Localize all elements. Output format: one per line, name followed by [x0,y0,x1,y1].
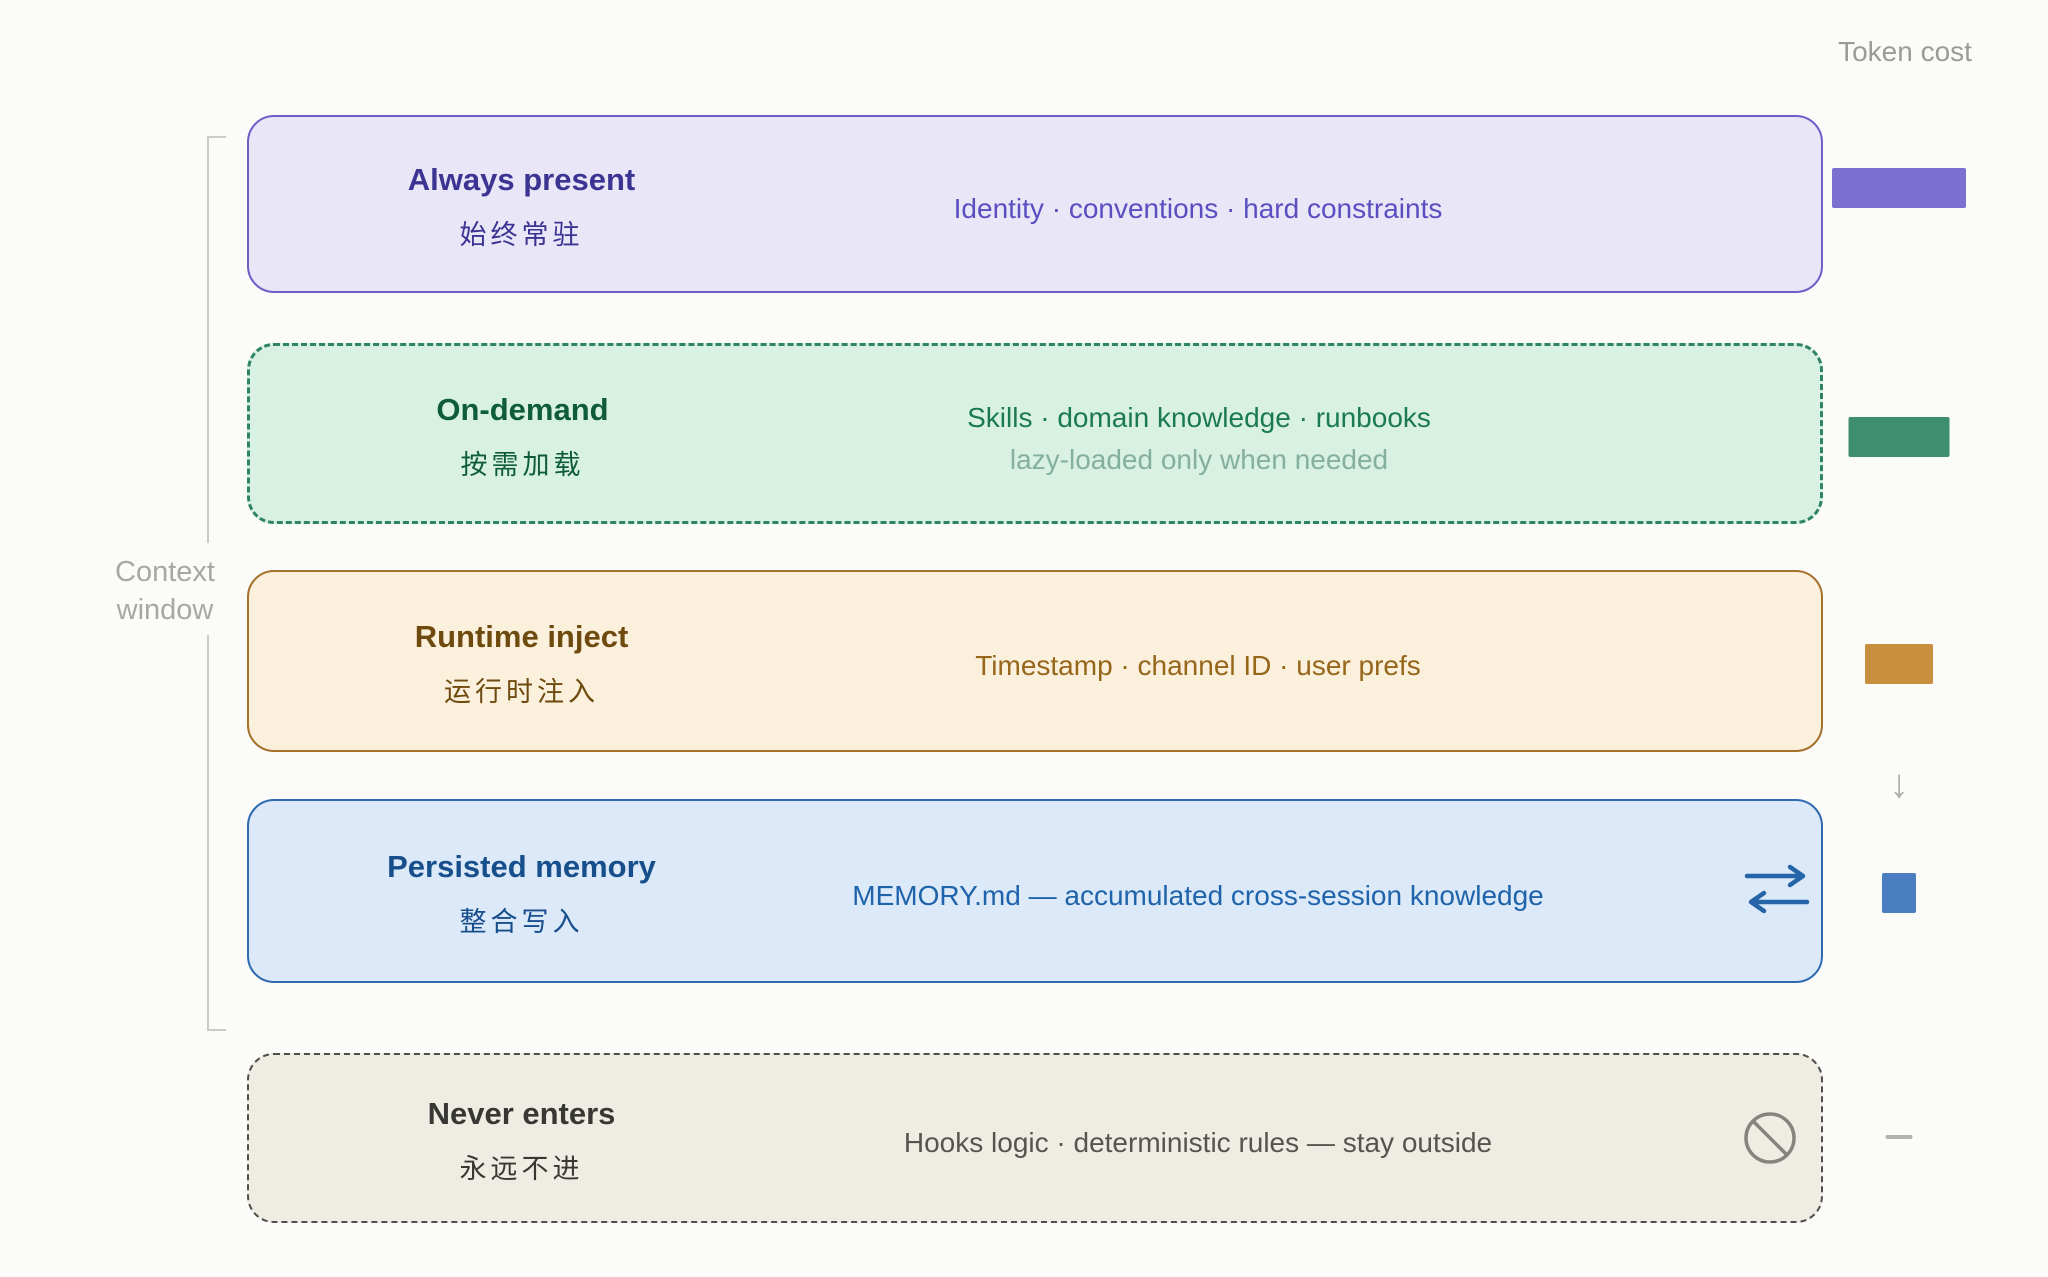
context-window-label-line1: Context [115,556,215,588]
token-cost-bar-always-present [1832,168,1966,208]
context-window-label-line2: window [116,594,214,626]
layer-description-block: MEMORY.md — accumulated cross-session kn… [574,801,1822,981]
layer-card-never-enters: Never enters 永远不进 Hooks logic · determin… [247,1053,1823,1223]
layer-title-block: Never enters 永远不进 [249,1055,794,1221]
token-cost-bar-on-demand [1848,417,1950,457]
layer-card-always-present: Always present 始终常驻 Identity · conventio… [247,115,1823,293]
layer-title: Runtime inject [414,619,629,654]
layer-title-block: On-demand 按需加载 [250,346,795,521]
context-window-bracket-tick-bottom [207,1029,226,1031]
layer-card-runtime-inject: Runtime inject 运行时注入 Timestamp · channel… [247,570,1823,752]
layer-title: Always present [407,162,636,197]
layer-subtitle-zh: 按需加载 [460,449,585,480]
layer-description-block: Hooks logic · deterministic rules — stay… [574,1055,1822,1221]
prohibition-icon [1744,1112,1796,1164]
layer-description-block: Skills · domain knowledge · runbooks laz… [575,346,1823,521]
layer-title-block: Always present 始终常驻 [249,117,794,291]
context-window-bracket-tick-top [207,136,226,138]
context-window-label: Context window [60,553,270,629]
layer-title: Persisted memory [387,849,656,884]
layer-title-block: Runtime inject 运行时注入 [249,572,794,750]
token-cost-bar-persisted-memory [1882,873,1916,913]
layer-subtitle-zh: 整合写入 [459,907,584,937]
context-window-bracket-bottom [207,635,209,1030]
layer-subtitle-zh: 运行时注入 [444,677,599,707]
context-window-bracket-top [207,136,209,543]
layer-description-block: Identity · conventions · hard constraint… [574,117,1822,291]
layer-description: Timestamp · channel ID · user prefs [975,650,1421,681]
layer-title: Never enters [427,1096,616,1131]
layer-description: Identity · conventions · hard constraint… [953,193,1443,224]
layer-title-block: Persisted memory 整合写入 [249,801,794,981]
zero-token-cost-dash [1885,1135,1913,1139]
layer-card-on-demand: On-demand 按需加载 Skills · domain knowledge… [247,343,1823,524]
layer-description-block: Timestamp · channel ID · user prefs [574,572,1822,750]
layer-subtitle-zh: 永远不进 [459,1154,584,1184]
layer-subtitle-zh: 始终常驻 [459,220,584,250]
layer-description: Hooks logic · deterministic rules — stay… [903,1127,1493,1158]
token-cost-label: Token cost [1838,36,1972,67]
layer-description: MEMORY.md — accumulated cross-session kn… [852,880,1544,911]
sync-arrows-icon [1744,864,1810,914]
layer-description: Skills · domain knowledge · runbooks [967,401,1431,433]
layer-title: On-demand [436,391,609,427]
layer-description-note: lazy-loaded only when needed [1009,443,1389,475]
layer-card-persisted-memory: Persisted memory 整合写入 MEMORY.md — accumu… [247,799,1823,983]
token-cost-bar-runtime-inject [1865,644,1933,684]
down-arrow-icon: ↓ [1889,762,1909,806]
